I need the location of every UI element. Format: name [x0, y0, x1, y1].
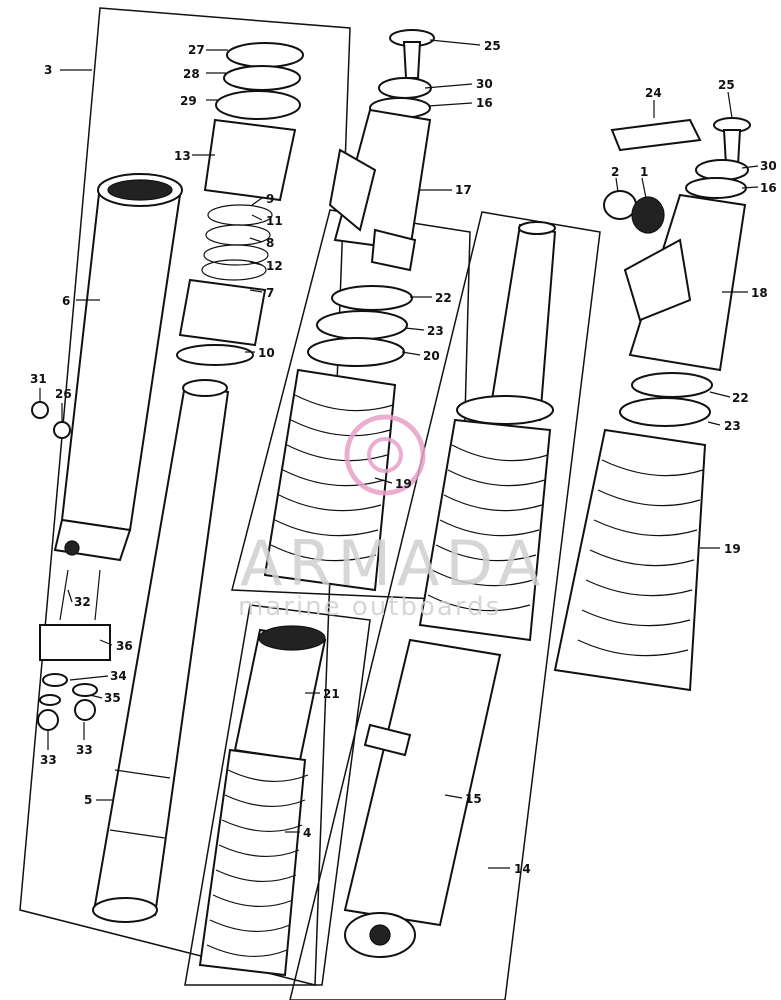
callout-25-center: 25: [484, 39, 501, 53]
callout-8: 8: [266, 236, 274, 250]
callout-16-right: 16: [760, 181, 777, 195]
callout-22-right: 22: [732, 391, 749, 405]
callout-22-center: 22: [435, 291, 452, 305]
inner-slider-5: [92, 379, 230, 923]
watermark-brand: ARMADA: [240, 527, 546, 600]
callout-33-right: 33: [76, 743, 93, 757]
callout-18: 18: [751, 286, 768, 300]
callout-33-left: 33: [40, 753, 57, 767]
callout-4: 4: [303, 826, 311, 840]
callout-11: 11: [266, 214, 283, 228]
axle-clamp-hardware: [31, 401, 111, 731]
boot-bellows-19-right: [553, 372, 713, 692]
watermark: ARMADA marine outboards: [238, 414, 546, 622]
callout-6: 6: [62, 294, 70, 308]
callout-26: 26: [55, 387, 72, 401]
callout-28: 28: [183, 67, 200, 81]
callout-15: 15: [465, 792, 482, 806]
callout-36: 36: [116, 639, 133, 653]
callout-3: 3: [44, 63, 52, 77]
watermark-emblem-inner-icon: [367, 437, 403, 473]
callout-25-right: 25: [718, 78, 735, 92]
callout-1: 1: [640, 165, 648, 179]
callout-5: 5: [84, 793, 92, 807]
upper-rings: [176, 42, 304, 366]
callout-30-center: 30: [476, 77, 493, 91]
callout-10: 10: [258, 346, 275, 360]
callout-23-right: 23: [724, 419, 741, 433]
leader-lines: [39, 39, 759, 869]
callout-13: 13: [174, 149, 191, 163]
callout-35: 35: [104, 691, 121, 705]
callout-34: 34: [110, 669, 127, 683]
callout-31: 31: [30, 372, 47, 386]
callout-27: 27: [188, 43, 205, 57]
callout-12: 12: [266, 259, 283, 273]
callout-21: 21: [323, 687, 340, 701]
callout-17: 17: [455, 183, 472, 197]
callout-labels: 3 27 28 29 13 9 11 8 12 7 10 6 31 26 32 …: [30, 39, 777, 876]
callout-20: 20: [423, 349, 440, 363]
callout-9: 9: [266, 192, 274, 206]
callout-7: 7: [266, 286, 274, 300]
boot-bellows-4: [198, 625, 327, 977]
callout-30-right: 30: [760, 159, 777, 173]
callout-19-center: 19: [395, 477, 412, 491]
top-bracket-17: [328, 29, 435, 272]
callout-14: 14: [514, 862, 531, 876]
fork-leg-15: [343, 221, 557, 958]
callout-29: 29: [180, 94, 197, 108]
callout-24: 24: [645, 86, 662, 100]
callout-23-center: 23: [427, 324, 444, 338]
callout-16-center: 16: [476, 96, 493, 110]
group-frame-4-inner: [184, 604, 371, 986]
fork-tube-6: [53, 173, 183, 562]
right-top-bracket-18: [603, 117, 751, 372]
watermark-emblem-icon: [344, 414, 426, 496]
callout-2: 2: [611, 165, 619, 179]
watermark-tagline: marine outboards: [238, 592, 501, 622]
callout-32: 32: [74, 595, 91, 609]
callout-19-right: 19: [724, 542, 741, 556]
